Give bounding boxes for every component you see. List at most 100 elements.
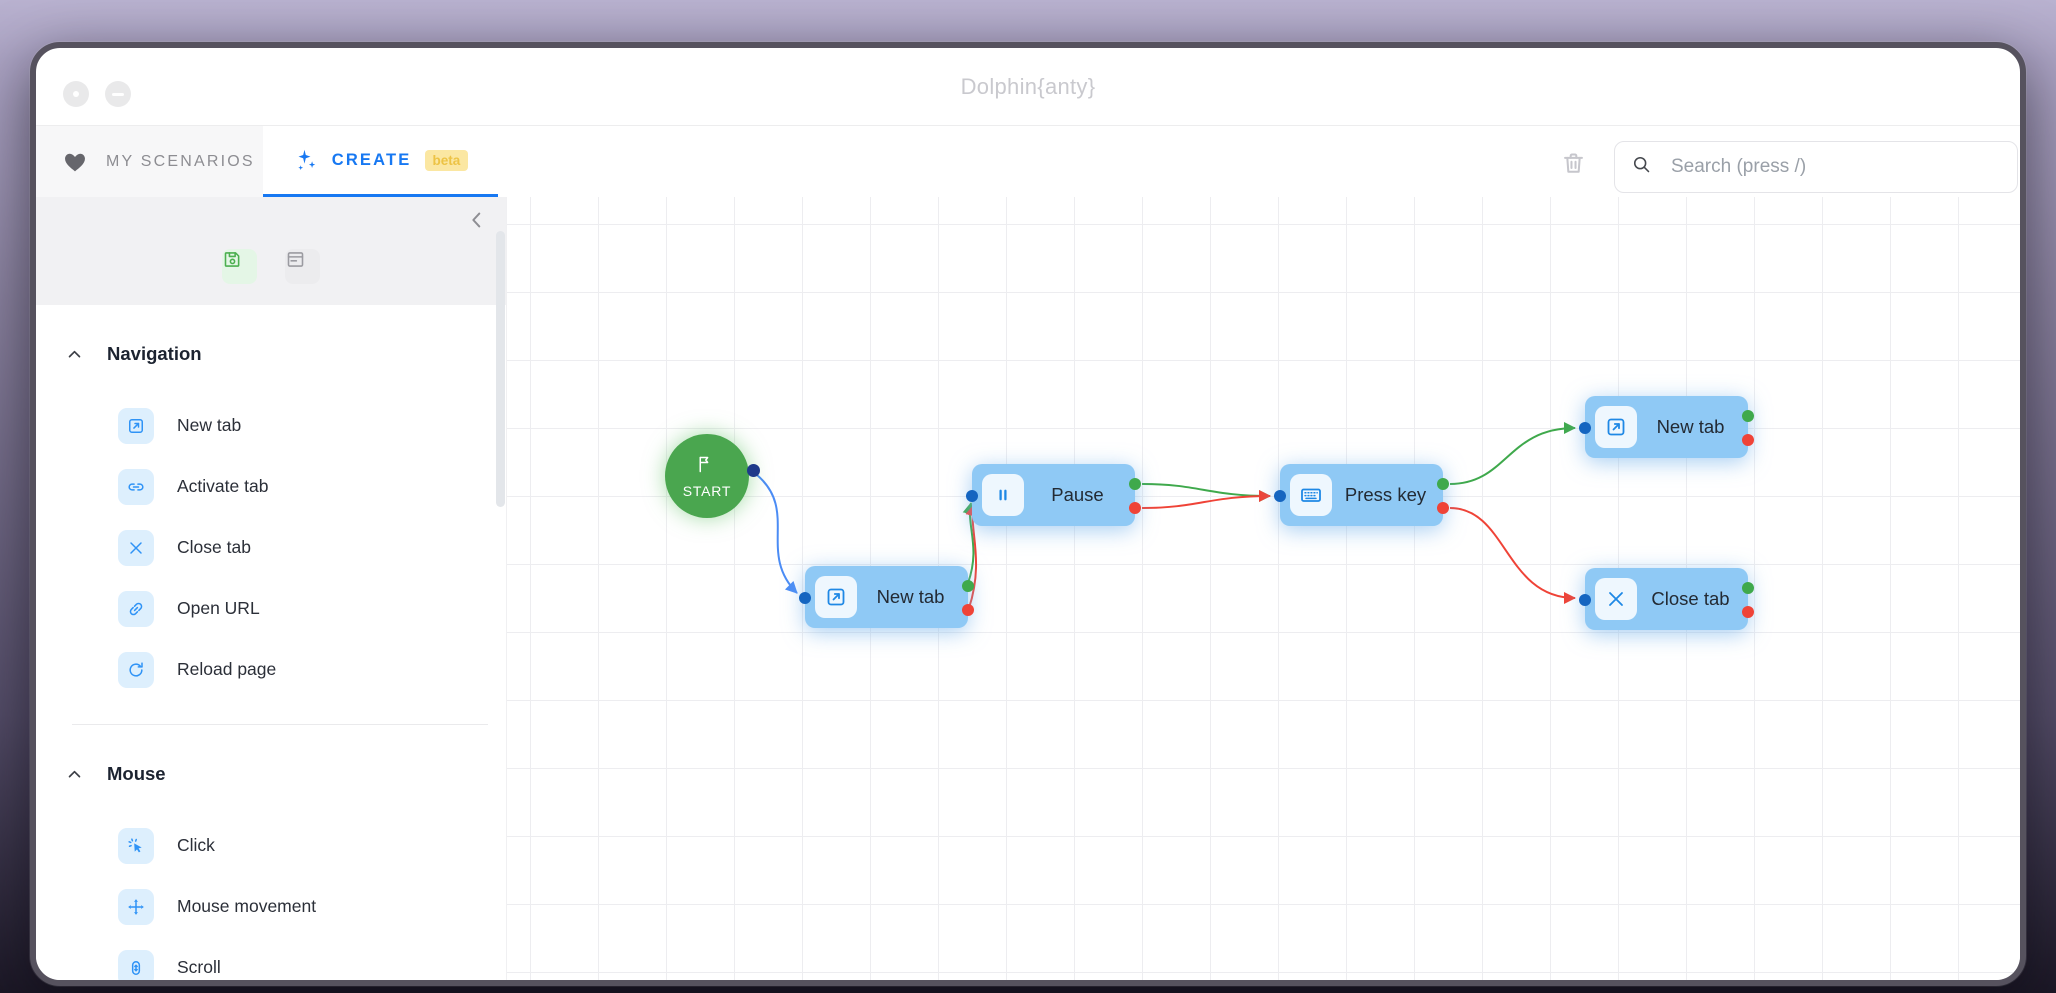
sidebar-item-label: New tab: [177, 415, 242, 435]
input-port[interactable]: [1274, 490, 1286, 502]
beta-badge: beta: [424, 149, 469, 171]
chevron-up-icon: [66, 766, 83, 783]
trash-icon: [1560, 150, 1588, 178]
edge-pause-to-press-key: [1141, 483, 1271, 502]
titlebar: Dolphin{anty}: [36, 48, 2020, 126]
flow-node-label: Close tab: [1651, 588, 1730, 609]
sidebar-item-scroll[interactable]: Scroll: [36, 937, 506, 980]
chevron-left-icon: [466, 209, 496, 239]
window-title: Dolphin{anty}: [960, 73, 1096, 99]
sidebar-item-click[interactable]: Click: [36, 815, 506, 876]
sidebar-scrollbar-thumb[interactable]: [496, 231, 505, 507]
minimize-icon: [112, 92, 124, 96]
open-url-icon: [118, 590, 154, 627]
sidebar-item-label: Reload page: [177, 659, 277, 679]
tab-my-scenarios[interactable]: MY SCENARIOS: [36, 126, 263, 197]
new-tab-icon: [1595, 406, 1637, 448]
success-output-port[interactable]: [962, 580, 974, 592]
success-output-port[interactable]: [1742, 582, 1754, 594]
activate-tab-icon: [118, 468, 154, 505]
input-port[interactable]: [1579, 422, 1591, 434]
chevron-up-icon: [66, 346, 83, 363]
error-output-port[interactable]: [1742, 434, 1754, 446]
window-minimize-button[interactable]: [105, 81, 131, 107]
search-icon: [1631, 154, 1657, 180]
sidebar-item-label: Mouse movement: [177, 896, 317, 916]
flow-node-pause[interactable]: Pause: [966, 464, 1141, 526]
error-output-port[interactable]: [1129, 502, 1141, 514]
tab-bar: MY SCENARIOS CREATE beta: [36, 126, 2020, 197]
scenario-form-button[interactable]: [285, 249, 320, 284]
delete-scenario-button[interactable]: [1560, 150, 1588, 178]
start-node-label: START: [682, 482, 732, 499]
flow-node-new-tab-1[interactable]: New tab: [799, 566, 974, 628]
pause-icon: [982, 474, 1024, 516]
content-area: Navigation New tab Activate tab Close ta…: [36, 197, 2020, 980]
sidebar-collapse-button[interactable]: [466, 209, 496, 239]
sidebar-sections: Navigation New tab Activate tab Close ta…: [36, 305, 506, 980]
edge-start-to-new-tab-1: [756, 474, 798, 594]
input-port[interactable]: [799, 592, 811, 604]
input-port[interactable]: [1579, 594, 1591, 606]
tab-create[interactable]: CREATE beta: [263, 126, 498, 197]
sidebar-item-label: Activate tab: [177, 476, 269, 496]
magic-stars-icon: [293, 147, 319, 173]
sidebar-section-navigation: Navigation New tab Activate tab Close ta…: [36, 305, 506, 725]
window-record-button[interactable]: [63, 81, 89, 107]
heart-icon: [62, 149, 88, 175]
sidebar-header: [36, 197, 506, 305]
search-input[interactable]: [1669, 155, 2001, 179]
scroll-icon: [118, 949, 154, 980]
edge-pause-to-press-key: [1141, 490, 1271, 509]
input-port[interactable]: [966, 490, 978, 502]
actions-sidebar: Navigation New tab Activate tab Close ta…: [36, 197, 507, 980]
error-output-port[interactable]: [1742, 606, 1754, 618]
close-tab-icon: [1595, 578, 1637, 620]
start-node[interactable]: START: [665, 434, 749, 518]
sidebar-section-header[interactable]: Mouse: [36, 759, 506, 789]
new-tab-icon: [815, 576, 857, 618]
flow-node-new-tab-2[interactable]: New tab: [1579, 396, 1754, 458]
success-output-port[interactable]: [1437, 478, 1449, 490]
flow-node-label: New tab: [876, 586, 945, 607]
error-output-port[interactable]: [962, 604, 974, 616]
record-dot-icon: [73, 91, 79, 97]
sidebar-item-mouse-movement[interactable]: Mouse movement: [36, 876, 506, 937]
reload-page-icon: [118, 651, 154, 688]
flow-node-close-tab[interactable]: Close tab: [1579, 568, 1754, 630]
sidebar-item-label: Scroll: [177, 957, 221, 977]
sidebar-item-activate-tab[interactable]: Activate tab: [36, 456, 506, 517]
start-output-port[interactable]: [747, 464, 760, 477]
flow-node-label: Pause: [1051, 484, 1104, 505]
search-box: [1614, 141, 2018, 193]
error-output-port[interactable]: [1437, 502, 1449, 514]
tab-create-label: CREATE: [331, 150, 412, 169]
sidebar-item-open-url[interactable]: Open URL: [36, 578, 506, 639]
sidebar-section-header[interactable]: Navigation: [36, 339, 506, 369]
sidebar-item-close-tab[interactable]: Close tab: [36, 517, 506, 578]
flow-node-label: New tab: [1656, 416, 1725, 437]
sidebar-item-reload-page[interactable]: Reload page: [36, 639, 506, 700]
flow-node-label: Press key: [1344, 484, 1427, 505]
flow-node-press-key[interactable]: Press key: [1274, 464, 1449, 526]
sidebar-section-title: Navigation: [107, 343, 202, 364]
sidebar-section-mouse: Mouse Click Mouse movement Scroll: [36, 725, 506, 980]
success-output-port[interactable]: [1129, 478, 1141, 490]
close-tab-icon: [118, 529, 154, 566]
sidebar-item-label: Open URL: [177, 598, 260, 618]
mouse-move-icon: [118, 888, 154, 925]
form-icon: [285, 249, 320, 284]
success-output-port[interactable]: [1742, 410, 1754, 422]
flow-edges-layer: [756, 422, 1576, 609]
app-window: Dolphin{anty} MY SCENARIOS CREATE beta: [30, 42, 2026, 986]
sidebar-item-label: Click: [177, 835, 215, 855]
click-icon: [118, 827, 154, 864]
flag-icon: [694, 454, 720, 480]
sidebar-item-label: Close tab: [177, 537, 251, 557]
keyboard-icon: [1290, 474, 1332, 516]
save-scenario-button[interactable]: [222, 249, 257, 284]
tab-my-scenarios-label: MY SCENARIOS: [106, 152, 255, 170]
sidebar-item-new-tab[interactable]: New tab: [36, 395, 506, 456]
edge-press-key-to-new-tab-2: [1449, 422, 1576, 485]
